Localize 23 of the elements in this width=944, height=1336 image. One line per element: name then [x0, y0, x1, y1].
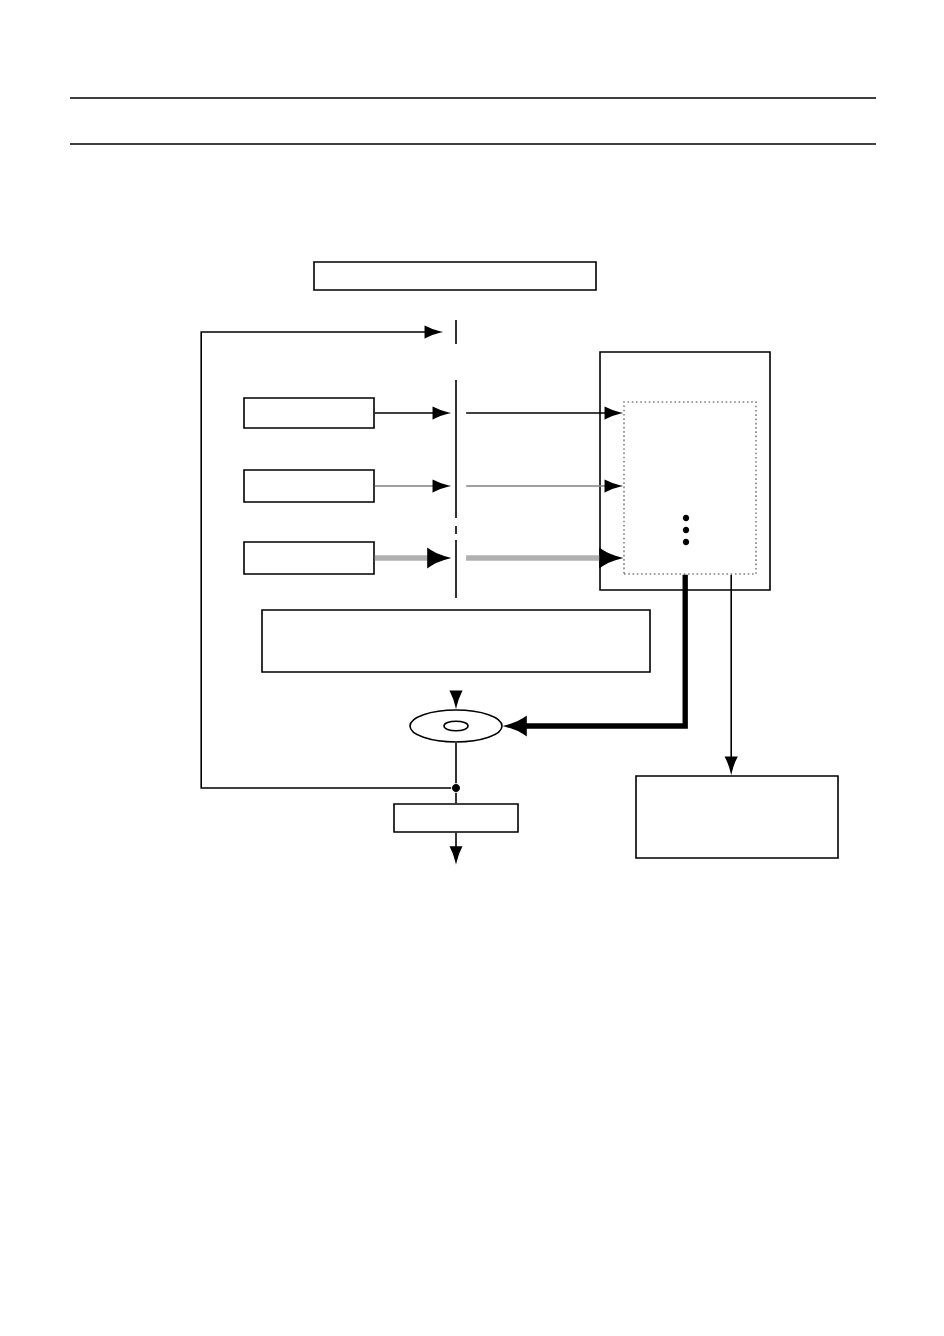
arrow: [374, 406, 449, 420]
box: [313, 261, 597, 291]
arrow: [508, 574, 688, 735]
disc-icon: [409, 709, 503, 743]
arrow: [466, 549, 618, 567]
box: [243, 541, 375, 575]
arrow: [200, 325, 452, 789]
arrow: [374, 549, 446, 567]
arrow: [449, 832, 463, 863]
dotted-box: [623, 401, 757, 575]
arrow: [725, 574, 738, 773]
box: [635, 775, 839, 859]
arrow: [465, 479, 621, 493]
bus-line: [455, 319, 457, 345]
bus-line: [455, 379, 457, 599]
box: [599, 351, 771, 591]
arrow: [465, 406, 621, 420]
arrow: [374, 479, 449, 493]
arrow: [449, 690, 463, 707]
box: [261, 609, 651, 673]
box: [243, 397, 375, 429]
box: [243, 469, 375, 503]
box: [393, 803, 519, 833]
